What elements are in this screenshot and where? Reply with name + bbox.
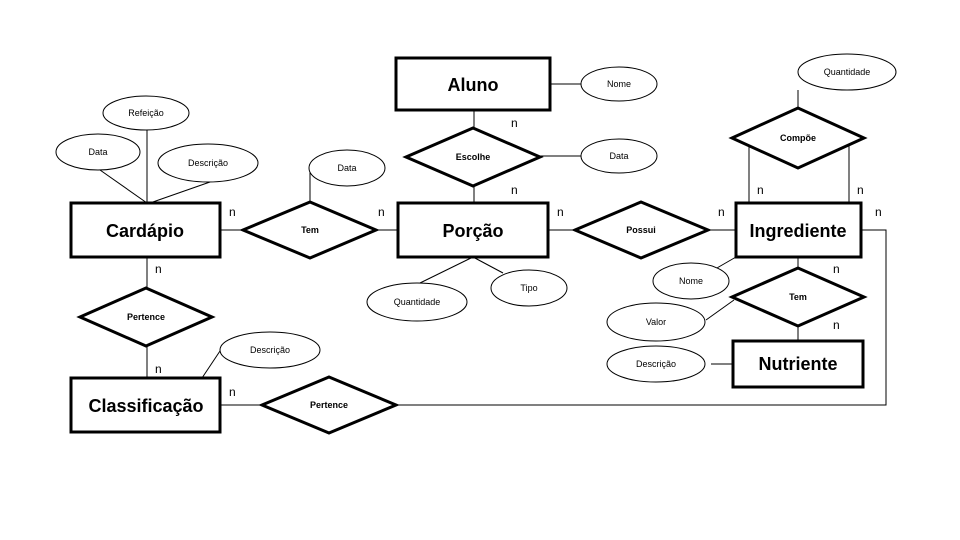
attr-aluno-nome[interactable]: Nome — [580, 66, 658, 102]
attr-porcao-quantidade-label: Quantidade — [394, 297, 441, 307]
attr-cardapio-data-label: Data — [88, 147, 107, 157]
attr-escolhe-data-label: Data — [609, 151, 628, 161]
rel-pertence-classificacao-label: Pertence — [310, 400, 348, 410]
entity-ingrediente[interactable]: Ingrediente — [734, 201, 863, 259]
cardinality-labels: n n n n n n n n n n n n n n — [155, 116, 882, 399]
entity-ingrediente-label: Ingrediente — [749, 221, 846, 241]
attr-compoe-quantidade[interactable]: Quantidade — [797, 53, 897, 91]
attr-tem-data-label: Data — [337, 163, 356, 173]
entity-aluno-label: Aluno — [448, 75, 499, 95]
attr-classificacao-descricao-label: Descrição — [250, 345, 290, 355]
entity-classificacao[interactable]: Classificação — [69, 376, 222, 434]
line-ingrediente-pertence — [396, 229, 887, 406]
rel-pertence-classificacao[interactable]: Pertence — [258, 375, 400, 435]
line-porcao-quantidade — [419, 256, 474, 284]
card-tem-porcao: n — [378, 205, 385, 219]
attr-cardapio-descricao[interactable]: Descrição — [157, 143, 259, 183]
rel-tem-cardapio-label: Tem — [301, 225, 319, 235]
card-compoe-right: n — [857, 183, 864, 197]
entity-porcao[interactable]: Porção — [396, 201, 550, 259]
card-cardapio-pertence: n — [155, 262, 162, 276]
rel-possui[interactable]: Possui — [571, 200, 712, 260]
entity-nutriente[interactable]: Nutriente — [731, 339, 865, 389]
card-pertence-classificacao: n — [155, 362, 162, 376]
line-porcao-tipo — [472, 256, 504, 274]
attr-cardapio-refeicao[interactable]: Refeição — [102, 95, 190, 131]
entity-cardapio-label: Cardápio — [106, 221, 184, 241]
attr-cardapio-data[interactable]: Data — [55, 133, 141, 171]
attr-nutriente-descricao[interactable]: Descrição — [606, 345, 706, 383]
attr-ingrediente-nome-label: Nome — [679, 276, 703, 286]
rel-compoe[interactable]: Compõe — [728, 106, 868, 170]
attr-cardapio-descricao-label: Descrição — [188, 158, 228, 168]
attr-porcao-tipo[interactable]: Tipo — [490, 269, 568, 307]
line-cardapio-data — [99, 169, 148, 204]
attr-compoe-quantidade-label: Quantidade — [824, 67, 871, 77]
attr-tem-valor-label: Valor — [646, 317, 666, 327]
rel-possui-label: Possui — [626, 225, 656, 235]
rel-tem-cardapio[interactable]: Tem — [239, 200, 380, 260]
rel-escolhe[interactable]: Escolhe — [402, 126, 544, 188]
card-tem-nutriente: n — [833, 318, 840, 332]
attr-classificacao-descricao[interactable]: Descrição — [219, 331, 321, 369]
rel-tem-ingrediente-label: Tem — [789, 292, 807, 302]
attr-nutriente-descricao-label: Descrição — [636, 359, 676, 369]
card-compoe-left: n — [757, 183, 764, 197]
rel-pertence-cardapio-label: Pertence — [127, 312, 165, 322]
entity-aluno[interactable]: Aluno — [394, 56, 552, 112]
card-escolhe-porcao: n — [511, 183, 518, 197]
attr-porcao-quantidade[interactable]: Quantidade — [366, 282, 468, 322]
card-classificacao-pertence: n — [229, 385, 236, 399]
rel-pertence-cardapio[interactable]: Pertence — [76, 286, 216, 348]
attr-tem-data[interactable]: Data — [308, 149, 386, 187]
card-ingrediente-pertence: n — [875, 205, 882, 219]
attr-tem-valor[interactable]: Valor — [606, 302, 706, 342]
attr-escolhe-data[interactable]: Data — [580, 138, 658, 174]
line-cardapio-descricao — [149, 181, 211, 204]
attr-porcao-tipo-label: Tipo — [520, 283, 537, 293]
rel-tem-ingrediente[interactable]: Tem — [728, 266, 868, 328]
attr-cardapio-refeicao-label: Refeição — [128, 108, 164, 118]
card-cardapio-tem: n — [229, 205, 236, 219]
attr-ingrediente-nome[interactable]: Nome — [652, 262, 730, 300]
card-possui-ingrediente: n — [718, 205, 725, 219]
rel-compoe-label: Compõe — [780, 133, 816, 143]
card-porcao-possui: n — [557, 205, 564, 219]
attr-aluno-nome-label: Nome — [607, 79, 631, 89]
card-aluno-escolhe: n — [511, 116, 518, 130]
entity-classificacao-label: Classificação — [88, 396, 203, 416]
entity-cardapio[interactable]: Cardápio — [69, 201, 222, 259]
entity-porcao-label: Porção — [442, 221, 503, 241]
card-ingrediente-tem: n — [833, 262, 840, 276]
rel-escolhe-label: Escolhe — [456, 152, 491, 162]
entity-nutriente-label: Nutriente — [758, 354, 837, 374]
line-tem-valor — [705, 299, 735, 321]
